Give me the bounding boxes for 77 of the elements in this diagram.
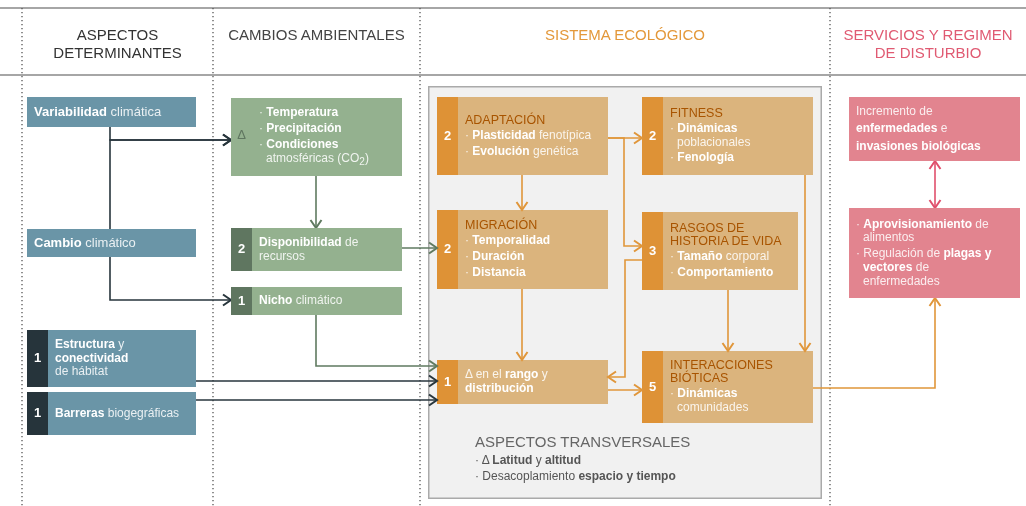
bullet-item: · Regulación de plagas y vectores de enfermedades (856, 247, 993, 289)
bullet-item: · Plasticidad fenotípica (465, 128, 593, 143)
bullet-item: · Precipitación (259, 122, 343, 136)
arrow (109, 133, 232, 230)
bullet-item: · Condiciones atmosféricas (CO$_{2}$) (259, 137, 370, 168)
number-badge: 3 (642, 212, 663, 290)
box-text: Disponibilidad de recursos (259, 235, 359, 264)
number-badge: 2 (231, 228, 252, 271)
process-box (437, 97, 608, 175)
bullet-item: · Fenología (670, 151, 735, 166)
arrow (607, 259, 643, 384)
number-badge: 5 (642, 351, 663, 423)
number-badge: 1 (231, 287, 252, 315)
box-heading: MIGRACIÓN (465, 219, 539, 233)
box-text: Cambio climático (34, 235, 137, 251)
arrow (401, 241, 438, 255)
box-text: Δ en el rango y distribución (465, 368, 549, 396)
column-heading: SERVICIOS Y REGIMEN DE DISTURBIO (842, 26, 1014, 62)
change-box (231, 228, 402, 271)
delta-symbol: Δ (236, 126, 247, 144)
number-badge: 1 (27, 330, 48, 387)
number-badge: 2 (437, 97, 458, 175)
number-badge: 2 (642, 97, 663, 175)
driver-box (27, 392, 196, 435)
arrow (607, 137, 643, 253)
driver-box (27, 330, 196, 387)
bullet-item: · Duración (465, 250, 526, 264)
column-heading: CAMBIOS AMBIENTALES (227, 26, 406, 44)
change-box (231, 287, 402, 315)
bullet-item: · Evolución genética (465, 144, 580, 159)
box-heading: RASGOS DE HISTORIA DE VIDA (670, 222, 783, 249)
number-badge: 1 (437, 360, 458, 404)
arrow (607, 383, 643, 397)
box-heading: ASPECTOS TRANSVERSALES (475, 434, 692, 450)
box-text: Barreras biogegráficas (55, 406, 181, 421)
arrow (812, 297, 942, 389)
box-heading: FITNESS (670, 106, 724, 120)
process-box (642, 97, 813, 175)
column-heading: ASPECTOS DETERMINANTES (52, 26, 183, 62)
arrow (798, 174, 812, 352)
box-text: Estructura y conectividad de hábitat (55, 337, 130, 380)
double-arrow (928, 160, 942, 209)
process-box (437, 360, 608, 404)
number-badge: 1 (27, 392, 48, 435)
process-box (642, 351, 813, 423)
box-heading: INTERACCIONES BIÓTICAS (670, 359, 774, 386)
arrow (515, 174, 529, 211)
number-badge: 2 (437, 210, 458, 289)
bullet-item: · Dinámicas poblacionales (670, 121, 752, 150)
process-box (437, 210, 608, 289)
arrow (109, 256, 232, 307)
change-box (231, 98, 402, 176)
cross-cutting-panel (428, 86, 822, 499)
bullet-item: · Comportamiento (670, 266, 775, 280)
arrow (195, 393, 438, 407)
bullet-item: · Δ Latitud y altitud (475, 453, 583, 468)
arrow (315, 314, 438, 373)
arrow (515, 288, 529, 361)
service-box (849, 208, 1020, 298)
service-box (849, 97, 1020, 161)
arrow (309, 175, 323, 229)
column-heading: SISTEMA ECOLÓGICO (543, 26, 706, 44)
box-text: Nicho climático (259, 294, 344, 308)
bullet-item: · Tamaño corporal (670, 250, 771, 265)
box-heading: ADAPTACIÓN (465, 113, 547, 127)
bullet-item: · Temporalidad (465, 234, 552, 249)
bullet-item: · Dinámicas comunidades (670, 387, 750, 415)
arrow (195, 374, 438, 388)
driver-box (27, 229, 196, 257)
bullet-item: · Temperatura (259, 106, 340, 121)
bullet-item: · Desacoplamiento espacio y tiempo (475, 469, 677, 484)
driver-box (27, 97, 196, 127)
arrow (721, 289, 735, 352)
bullet-item: · Distancia (465, 265, 527, 280)
box-text: Variabilidad climática (34, 104, 163, 120)
process-box (642, 212, 798, 290)
box-text: Incremento de enfermedades e invasiones biológicas (856, 102, 982, 155)
